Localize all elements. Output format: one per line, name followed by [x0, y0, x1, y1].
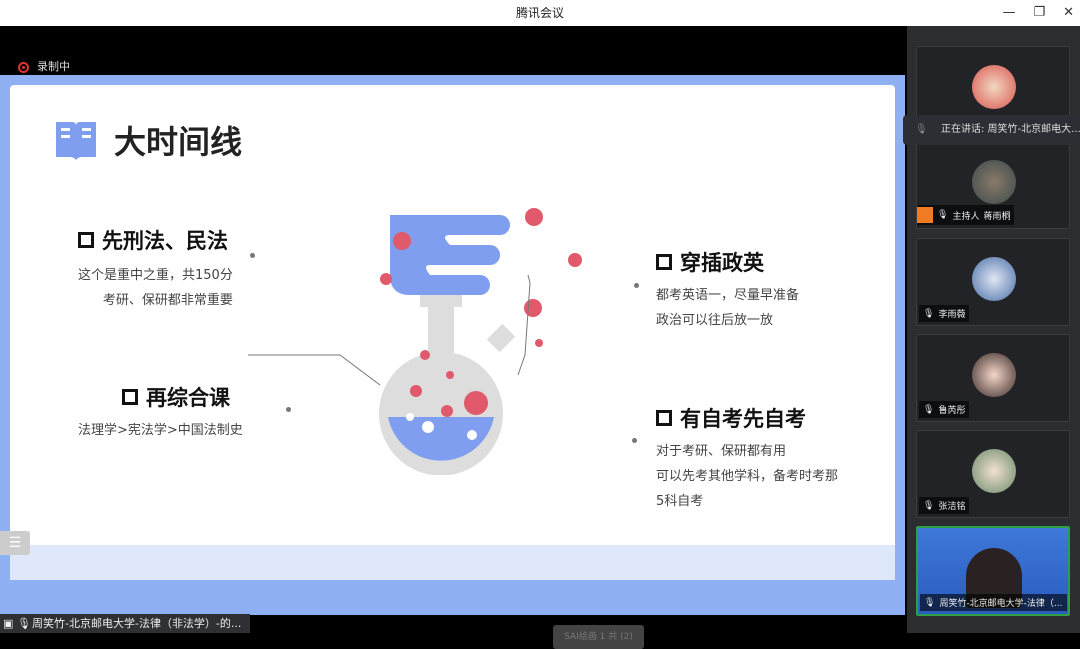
- section-heading: 先刑法、民法: [102, 229, 228, 253]
- section-heading: 穿插政英: [680, 251, 764, 275]
- section-heading: 有自考先自考: [680, 407, 806, 431]
- participant-name: 鲁芮彤: [938, 406, 966, 416]
- checkbox-icon: [656, 254, 672, 270]
- book-icon: [56, 122, 96, 160]
- participant-panel[interactable]: 🎙主持人蒋雨桐 🎙李雨薇 🎙鲁芮彤 🎙张洁铭 🎙周笑竹-北京邮电大学-法律（..…: [907, 26, 1080, 633]
- flask-illustration: [248, 208, 582, 475]
- title-bar: 腾讯会议 — ❐ ✕: [0, 0, 1080, 26]
- speaking-text: 正在讲话: 周笑竹-北京邮电大...: [941, 124, 1080, 135]
- participant-name: 李雨薇: [938, 310, 966, 320]
- section-line: 这个是重中之重，共150分: [78, 268, 233, 283]
- participant-name: 张洁铭: [938, 502, 966, 512]
- connector-dot: [632, 438, 637, 443]
- slide: 大时间线 先刑法、民法 这个是重中之重，共150分考研、保研都非常重要 再综合课…: [0, 75, 905, 615]
- avatar: [972, 353, 1016, 397]
- page-indicator[interactable]: SAI绘画 1 共 (2): [553, 625, 644, 649]
- participant-tile[interactable]: 🎙鲁芮彤: [916, 334, 1070, 422]
- section-politics-english: 穿插政英 都考英语一，尽量早准备政治可以往后放一放: [656, 247, 799, 333]
- mic-muted-icon: 🎙: [923, 308, 935, 319]
- minimize-button[interactable]: —: [1002, 5, 1016, 20]
- participant-name: 蒋雨桐: [983, 211, 1011, 222]
- speaking-indicator: 🎙 正在讲话: 周笑竹-北京邮电大...: [903, 115, 1080, 145]
- section-line: 都考英语一，尽量早准备: [656, 288, 800, 303]
- mic-icon: 🎙: [924, 597, 936, 608]
- section-heading: 再综合课: [146, 386, 230, 410]
- section-comprehensive: 再综合课 法理学>宪法学>中国法制史: [78, 382, 243, 443]
- menu-button[interactable]: ☰: [0, 531, 30, 555]
- participant-tile[interactable]: 🎙张洁铭: [916, 430, 1070, 518]
- mic-muted-icon: 🎙: [923, 500, 935, 511]
- share-label: 周笑竹-北京邮电大学-法律（非法学）-的...: [32, 617, 242, 630]
- section-criminal-civil: 先刑法、民法 这个是重中之重，共150分考研、保研都非常重要: [78, 225, 233, 313]
- checkbox-icon: [122, 389, 138, 405]
- host-label: 主持人: [952, 211, 980, 222]
- close-button[interactable]: ✕: [1063, 5, 1074, 20]
- window-title: 腾讯会议: [515, 6, 564, 20]
- recording-label: 录制中: [37, 60, 70, 73]
- connector-dot: [634, 283, 639, 288]
- host-icon: [917, 207, 933, 223]
- participant-tile[interactable]: 🎙主持人蒋雨桐: [916, 141, 1070, 229]
- checkbox-icon: [656, 410, 672, 426]
- section-line: 5科自考: [656, 494, 704, 509]
- section-line: 对于考研、保研都有用: [656, 444, 787, 459]
- participant-name: 周笑竹-北京邮电大学-法律（...: [939, 599, 1063, 609]
- participant-tile[interactable]: 🎙李雨薇: [916, 238, 1070, 326]
- mic-muted-icon: 🎙: [915, 124, 928, 135]
- avatar: [972, 160, 1016, 204]
- section-self-exam: 有自考先自考 对于考研、保研都有用可以先考其他学科，备考时考那 5科自考: [656, 403, 838, 514]
- slide-title: 大时间线: [114, 123, 243, 161]
- screen-share-bar[interactable]: ▣🎙周笑竹-北京邮电大学-法律（非法学）-的...: [0, 614, 250, 633]
- section-line: 考研、保研都非常重要: [102, 293, 233, 308]
- record-icon: [18, 61, 29, 73]
- mic-muted-icon: 🎙: [923, 404, 935, 415]
- avatar: [972, 65, 1016, 109]
- checkbox-icon: [78, 232, 94, 248]
- section-line: 可以先考其他学科，备考时考那: [656, 469, 839, 484]
- avatar: [972, 449, 1016, 493]
- screen-share-icon: ▣: [3, 617, 14, 630]
- restore-button[interactable]: ❐: [1033, 5, 1046, 20]
- section-line: 法理学>宪法学>中国法制史: [78, 423, 243, 438]
- connector-dot: [286, 407, 291, 412]
- avatar: [972, 257, 1016, 301]
- slide-page: 大时间线 先刑法、民法 这个是重中之重，共150分考研、保研都非常重要 再综合课…: [10, 85, 895, 550]
- participant-tile-active[interactable]: 🎙周笑竹-北京邮电大学-法律（...: [916, 526, 1070, 616]
- recording-indicator[interactable]: 录制中: [18, 60, 70, 74]
- section-line: 政治可以往后放一放: [656, 313, 774, 328]
- shared-screen: 大时间线 先刑法、民法 这个是重中之重，共150分考研、保研都非常重要 再综合课…: [0, 26, 907, 649]
- mic-muted-icon: 🎙: [937, 210, 949, 220]
- mic-icon: 🎙: [17, 617, 31, 630]
- book-page-edge: [10, 545, 895, 580]
- connector-dot: [250, 253, 255, 258]
